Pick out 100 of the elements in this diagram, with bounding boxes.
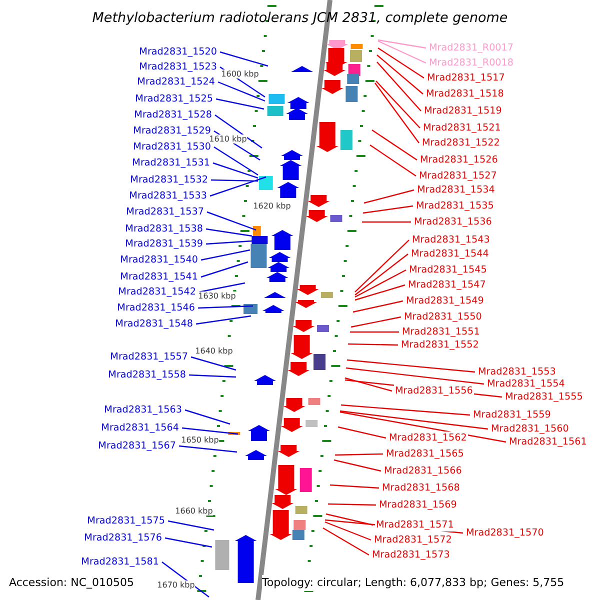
gene-label: Mrad2831_1541 (119, 270, 199, 284)
leader-line (328, 503, 376, 506)
leader-line (378, 40, 426, 64)
footer-text: Topology: circular; Length: 6,077,833 bp; Genes: 5,755 (262, 575, 564, 591)
gene-label: Mrad2831_1517 (426, 72, 506, 84)
leader-line (346, 359, 476, 373)
gene-label: Mrad2831_1542 (117, 286, 197, 298)
gene-label: Mrad2831_1570 (465, 526, 545, 540)
gene-label: Mrad2831_R0018 (428, 56, 514, 70)
gene-label: Mrad2831_1575 (86, 514, 166, 528)
gene-label: Mrad2831_1526 (419, 154, 499, 166)
gene-label: Mrad2831_1567 (97, 440, 177, 452)
leader-line (370, 144, 416, 176)
leader-line (198, 305, 254, 309)
leader-line (322, 527, 370, 556)
scale-tick-label: 1620 kbp (253, 202, 291, 210)
gene-label: Mrad2831_1543 (411, 234, 491, 246)
gene-label: Mrad2831_1548 (114, 318, 194, 330)
leader-line (188, 374, 236, 378)
gene-label: Mrad2831_1530 (132, 140, 212, 154)
leader-line (206, 240, 252, 245)
leader-line (340, 410, 488, 430)
leader-line (376, 54, 424, 94)
gene-label: Mrad2831_1521 (422, 122, 502, 134)
leader-line (340, 411, 506, 443)
leader-line (190, 356, 236, 371)
leader-line (344, 377, 392, 392)
leader-line (378, 48, 424, 78)
scale-tick-label: 1660 kbp (175, 506, 213, 516)
gene-label: Mrad2831_1531 (131, 156, 211, 170)
leader-line (214, 114, 262, 148)
gene-label: Mrad2831_1537 (125, 206, 205, 218)
gene-label: Mrad2831_1569 (378, 498, 458, 512)
title: Methylobacterium radiotolerans JCM 2831, complete genome (91, 9, 509, 27)
leader-line (340, 404, 470, 416)
leader-line (352, 300, 404, 313)
leader-line (378, 39, 426, 49)
gene-label: Mrad2831_1538 (124, 222, 204, 236)
gene-label: Mrad2831_1550 (403, 310, 483, 324)
leader-line (220, 51, 268, 67)
leader-line (372, 130, 418, 160)
gene-label: Mrad2831_1527 (418, 170, 498, 182)
gene-label: Mrad2831_1519 (423, 104, 503, 118)
gene-label: Mrad2831_1544 (410, 248, 490, 260)
gene-label: Mrad2831_1536 (413, 216, 493, 228)
gene-label: Mrad2831_1547 (407, 278, 487, 292)
leader-line (212, 162, 258, 179)
gene-label: Mrad2831_1576 (83, 532, 163, 544)
leader-line (350, 331, 399, 333)
gene-label: Mrad2831_R0017 (428, 42, 514, 54)
scale-tick-label: 1630 kbp (198, 292, 236, 300)
leader-line (206, 211, 256, 231)
gene-label: Mrad2831_1523 (138, 60, 218, 74)
footer-text: Accession: NC_010505 (9, 575, 134, 591)
leader-line (324, 521, 372, 541)
gene-label: Mrad2831_1528 (133, 108, 213, 122)
leader-line (216, 98, 264, 110)
gene-label: Mrad2831_1533 (128, 190, 208, 202)
leader-line (350, 316, 402, 328)
gene-label: Mrad2831_1572 (373, 534, 453, 546)
scale-tick-label: 1600 kbp (221, 70, 259, 78)
gene-label: Mrad2831_1546 (116, 302, 196, 314)
gene-label: Mrad2831_1561 (508, 436, 588, 448)
leader-line (346, 367, 484, 385)
scale-tick-label: 1610 kbp (209, 134, 247, 144)
gene-label: Mrad2831_1560 (490, 422, 570, 436)
leader-line (364, 189, 414, 204)
leader-line (214, 146, 258, 176)
leader-line (374, 82, 420, 144)
gene-label: Mrad2831_1562 (388, 432, 468, 444)
leader-line (354, 240, 410, 292)
leader-line (348, 343, 398, 346)
scale-tick-label: 1650 kbp (181, 436, 219, 444)
gene-label: Mrad2831_1558 (107, 368, 187, 382)
gene-label: Mrad2831_1553 (477, 366, 557, 378)
leader-line (210, 179, 258, 182)
gene-label: Mrad2831_1534 (416, 184, 496, 196)
leader-line (326, 513, 374, 526)
scale-tick-label: 1640 kbp (195, 346, 233, 356)
leader-line (354, 284, 406, 301)
leader-line (196, 315, 252, 325)
gene-label: Mrad2831_1549 (405, 294, 485, 308)
leader-line (198, 282, 246, 293)
leader-line (168, 520, 214, 531)
gene-label: Mrad2831_1522 (421, 136, 501, 150)
leader-line (210, 176, 266, 197)
gene-label: Mrad2831_1535 (415, 200, 495, 212)
gene-label: Mrad2831_1551 (401, 326, 481, 338)
gene-label: Mrad2831_1566 (383, 464, 463, 478)
gene-label: Mrad2831_1524 (136, 76, 216, 88)
gene-label: Mrad2831_1552 (400, 338, 480, 352)
gene-label: Mrad2831_1564 (100, 422, 180, 434)
gene-label: Mrad2831_1529 (132, 124, 212, 138)
leader-line (218, 81, 266, 102)
leader-line (362, 221, 411, 223)
gene-label: Mrad2831_1520 (138, 46, 218, 58)
gene-label: Mrad2831_1581 (80, 556, 160, 568)
gene-label: Mrad2831_1518 (425, 88, 505, 100)
scale-tick-label: 1670 kbp (157, 580, 195, 590)
gene-label: Mrad2831_1557 (109, 350, 189, 364)
